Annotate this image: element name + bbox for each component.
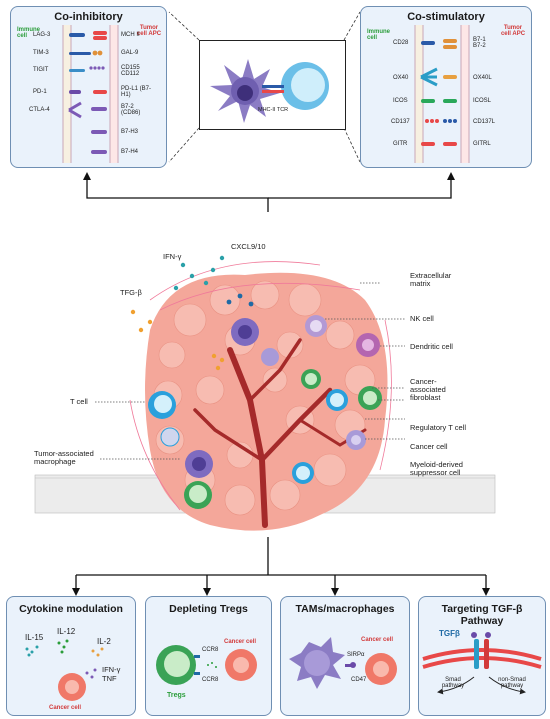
regulatory-t-cell-icon	[358, 386, 382, 410]
tgf-pathway-panel: Targeting TGF-β Pathway TGFβ Smad pathwa…	[418, 596, 546, 716]
tams-panel: TAMs/macrophages Cancer cell SIRPα CD47	[280, 596, 410, 716]
cancer-cell-cluster	[153, 280, 376, 516]
cytokine-modulation-title: Cytokine modulation	[19, 603, 123, 615]
il15-label: IL-15	[25, 633, 44, 642]
pair-right-label: MCH II	[121, 32, 140, 38]
non-smad-label: non-Smad pathway	[498, 677, 526, 689]
macrophage-icon	[185, 450, 213, 478]
cytokine-dots	[130, 255, 254, 371]
immune-cell-label: Immune cell	[367, 29, 391, 41]
mdsc-icon	[346, 430, 366, 450]
sirpa-label: SIRPα	[347, 652, 365, 658]
t-cell-icon	[292, 462, 314, 484]
costimulatory-membranes	[414, 25, 470, 163]
pair-right-label: PD-L1 (B7-H1)	[121, 86, 152, 98]
pair-left-label: PD-1	[33, 89, 47, 95]
caf-label: Cancer-associated fibroblast	[410, 377, 446, 402]
treg-label: Regulatory T cell	[410, 423, 467, 432]
macrophage-icon	[231, 318, 259, 346]
pair-right-label: CD137L	[473, 119, 496, 125]
pair-left-label: CTLA-4	[29, 107, 50, 113]
coinhibitory-title: Co-inhibitory	[54, 11, 123, 23]
cytokine-modulation-panel: Cytokine modulation IL-15 IL-12 IL-2 IFN…	[6, 596, 136, 716]
tregs-label: Tregs	[167, 692, 186, 699]
synapse-box: MHC-II TCR	[199, 40, 346, 130]
ifn-tnf-label: IFN-γ TNF	[102, 665, 121, 683]
tregs-illustration	[156, 645, 257, 685]
synapse-label: MHC-II TCR	[258, 107, 289, 113]
cancer-cell-label: Cancer cell	[224, 639, 257, 645]
depleting-tregs-panel: Depleting Tregs CCR8 CCR8 Cancer cell Tr…	[145, 596, 272, 716]
pair-right-label: OX40L	[473, 75, 492, 81]
depleting-tregs-title: Depleting Tregs	[169, 603, 248, 615]
t-cell-icon	[326, 389, 348, 411]
pair-left-label: ICOS	[393, 98, 408, 104]
immune-cell-label: Immune cell	[17, 27, 41, 39]
cd47-label: CD47	[351, 677, 367, 683]
regulatory-t-cell-icon	[301, 369, 321, 389]
dendritic-cell-label: Dendritic cell	[410, 342, 453, 351]
tgf-illustration	[422, 632, 542, 695]
tumor-apc-label: Tumor cell APC	[500, 25, 526, 37]
pair-left-label: TIM-3	[33, 50, 49, 56]
ccr8-label: CCR8	[202, 677, 219, 683]
ifn-gamma-label: IFN-γ	[163, 252, 182, 261]
pair-right-label: GAL-9	[121, 50, 139, 56]
pair-left-label: TIGIT	[33, 67, 49, 73]
costimulatory-panel: Co-stimulatory Immune cell Tumor cell AP…	[360, 6, 532, 168]
tgf-pathway-title: Targeting TGF-β Pathway	[441, 603, 523, 627]
nk-cell-icon	[305, 315, 327, 337]
cytokine-illustration	[25, 639, 104, 701]
pair-right-label: B7-1 B7-2	[473, 37, 486, 49]
dendritic-cell-icon	[356, 333, 380, 357]
nk-cell-label: NK cell	[410, 314, 434, 323]
receptor-icon	[68, 31, 107, 154]
costimulatory-title: Co-stimulatory	[407, 11, 485, 23]
pair-right-label: B7-H4	[121, 149, 139, 155]
pair-left-label: LAG-3	[33, 32, 51, 38]
tams-illustration	[289, 637, 397, 689]
pair-left-label: CD137	[391, 119, 410, 125]
cxcl-label: CXCL9/10	[231, 242, 266, 251]
tumor-apc-label: Tumor cell APC	[136, 25, 162, 37]
pair-right-label: B7-H3	[121, 129, 139, 135]
ccr8-label: CCR8	[202, 647, 219, 653]
mdsc-label: Myeloid-derived suppressor cell	[410, 460, 463, 477]
pair-right-label: CD155 CD112	[121, 65, 140, 77]
leader-lines	[95, 282, 405, 460]
coinhibitory-panel: Co-inhibitory Immune cell Tumor cell APC…	[10, 6, 167, 168]
pair-right-label: ICOSL	[473, 98, 492, 104]
tgf-beta-label: TFG-β	[120, 288, 142, 297]
il12-label: IL-12	[57, 627, 76, 636]
coinhibitory-membranes	[62, 25, 119, 163]
regulatory-t-cell-icon	[184, 481, 212, 509]
tams-title: TAMs/macrophages	[295, 603, 395, 615]
tam-label: Tumor-associated macrophage	[34, 449, 94, 466]
pair-right-label: B7-2 (CD86)	[121, 104, 141, 116]
pair-right-label: GITRL	[473, 141, 491, 147]
synapse-illustration	[210, 59, 329, 123]
tgfb-label: TGFβ	[439, 629, 460, 638]
receptor-icon	[420, 39, 457, 146]
pair-left-label: CD28	[393, 40, 409, 46]
cancer-cell-label: Cancer cell	[361, 637, 394, 643]
pair-left-label: GITR	[393, 141, 408, 147]
mdsc-icon	[160, 427, 180, 447]
cancer-cell-label: Cancer cell	[49, 705, 82, 711]
extracellular-matrix-label: Extracellular matrix	[410, 271, 452, 288]
cancer-cell-label: Cancer cell	[410, 442, 448, 451]
pair-left-label: OX40	[393, 75, 409, 81]
mdsc-icon	[261, 348, 279, 366]
t-cell-label: T cell	[70, 397, 88, 406]
t-cell-icon	[148, 391, 176, 419]
smad-label: Smad pathway	[441, 677, 465, 689]
extracellular-matrix	[129, 261, 392, 511]
il2-label: IL-2	[97, 637, 111, 646]
